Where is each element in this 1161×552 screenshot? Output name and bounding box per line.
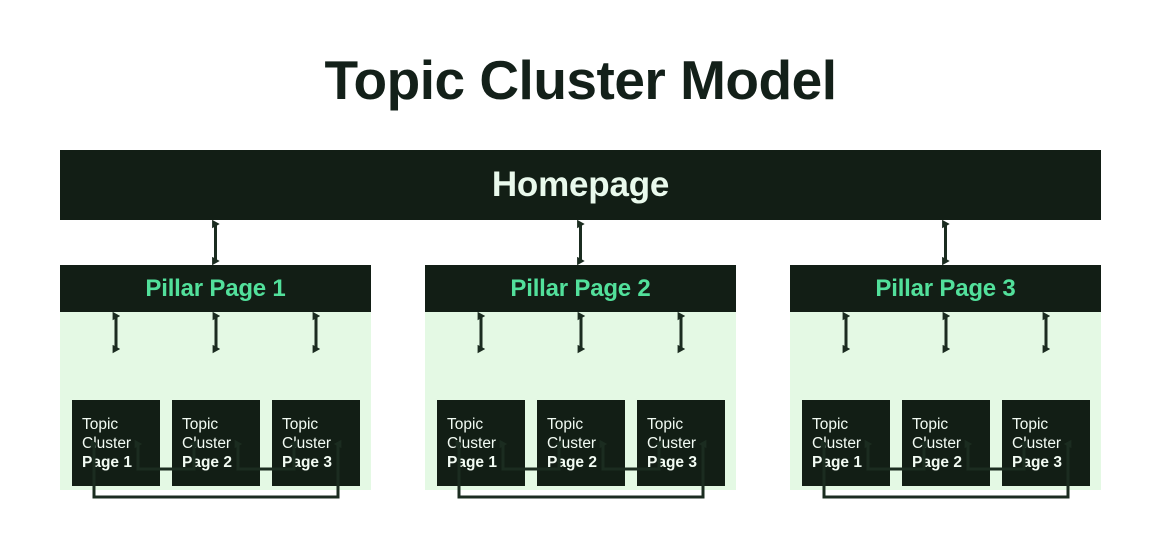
pillar-panel-3: Pillar Page 3 Topic Cluster Page 1 Topic…	[790, 265, 1101, 490]
pillar-panel-body-3: Topic Cluster Page 1 Topic Cluster Page …	[790, 312, 1101, 490]
cluster-line-topic: Topic	[182, 415, 219, 433]
cluster-line-topic: Topic	[447, 415, 484, 433]
cluster-line-cluster: Cluster	[547, 434, 597, 452]
cluster-line-topic: Topic	[282, 415, 319, 433]
cluster-line-topic: Topic	[647, 415, 684, 433]
cluster-line-page: Page 2	[182, 453, 232, 471]
cluster-line-cluster: Cluster	[82, 434, 132, 452]
cluster-line-cluster: Cluster	[447, 434, 497, 452]
cluster-line-topic: Topic	[547, 415, 584, 433]
pillar-panel-1: Pillar Page 1 Topic Cluster Page 1 Topic…	[60, 265, 371, 490]
topic-cluster-node-2-2[interactable]: Topic Cluster Page 2	[537, 400, 625, 486]
cluster-line-cluster: Cluster	[912, 434, 962, 452]
topic-cluster-node-3-1[interactable]: Topic Cluster Page 1	[802, 400, 890, 486]
cluster-line-topic: Topic	[812, 415, 849, 433]
page-title: Topic Cluster Model	[324, 49, 837, 111]
homepage-label: Homepage	[491, 165, 670, 204]
cluster-line-cluster: Cluster	[812, 434, 862, 452]
cluster-line-topic: Topic	[1012, 415, 1049, 433]
topic-cluster-node-1-2[interactable]: Topic Cluster Page 2	[172, 400, 260, 486]
cluster-line-cluster: Cluster	[1012, 434, 1062, 452]
cluster-line-page: Page 1	[82, 453, 132, 471]
topic-cluster-node-3-3[interactable]: Topic Cluster Page 3	[1002, 400, 1090, 486]
cluster-line-topic: Topic	[912, 415, 949, 433]
cluster-line-cluster: Cluster	[182, 434, 232, 452]
pillar-page-header-3[interactable]: Pillar Page 3	[790, 265, 1101, 312]
topic-cluster-node-2-1[interactable]: Topic Cluster Page 1	[437, 400, 525, 486]
cluster-line-page: Page 3	[647, 453, 697, 471]
pillar-panel-2: Pillar Page 2 Topic Cluster Page 1 Topic…	[425, 265, 736, 490]
cluster-line-page: Page 2	[912, 453, 962, 471]
pillar-page-header-2[interactable]: Pillar Page 2	[425, 265, 736, 312]
topic-cluster-node-1-1[interactable]: Topic Cluster Page 1	[72, 400, 160, 486]
homepage-node[interactable]: Homepage	[60, 150, 1101, 220]
cluster-line-topic: Topic	[82, 415, 119, 433]
pillar-page-header-1[interactable]: Pillar Page 1	[60, 265, 371, 312]
cluster-line-cluster: Cluster	[282, 434, 332, 452]
pillar-panel-body-2: Topic Cluster Page 1 Topic Cluster Page …	[425, 312, 736, 490]
pillar-page-label-1: Pillar Page 1	[145, 274, 286, 302]
cluster-line-page: Page 2	[547, 453, 597, 471]
cluster-line-cluster: Cluster	[647, 434, 697, 452]
topic-cluster-node-3-2[interactable]: Topic Cluster Page 2	[902, 400, 990, 486]
pillar-page-label-3: Pillar Page 3	[875, 274, 1016, 302]
pillar-panel-body-1: Topic Cluster Page 1 Topic Cluster Page …	[60, 312, 371, 490]
pillar-page-label-2: Pillar Page 2	[510, 274, 651, 302]
cluster-line-page: Page 3	[1012, 453, 1062, 471]
topic-cluster-node-1-3[interactable]: Topic Cluster Page 3	[272, 400, 360, 486]
cluster-line-page: Page 1	[447, 453, 497, 471]
topic-cluster-node-2-3[interactable]: Topic Cluster Page 3	[637, 400, 725, 486]
cluster-line-page: Page 3	[282, 453, 332, 471]
cluster-line-page: Page 1	[812, 453, 862, 471]
